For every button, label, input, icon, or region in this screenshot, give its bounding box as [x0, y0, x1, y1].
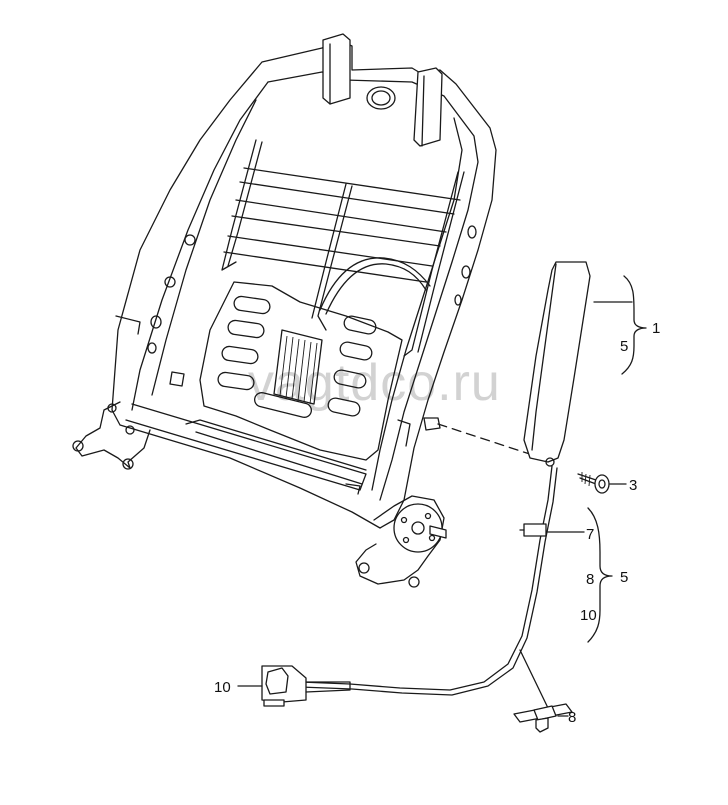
watermark-text: vagtdco.ru [248, 354, 501, 412]
callout-8-mid: 8 [586, 571, 594, 588]
callout-3: 3 [629, 477, 637, 494]
seat-backrest-frame [72, 33, 497, 588]
leader-lines [237, 275, 647, 717]
callout-7: 7 [586, 526, 594, 543]
callout-10-mid: 10 [580, 607, 597, 624]
wiring-harness [261, 465, 573, 733]
callout-5-mid: 5 [620, 569, 628, 586]
callout-5-upper: 5 [620, 338, 628, 355]
callout-1: 1 [652, 320, 660, 337]
side-airbag-module [523, 261, 591, 467]
screw-part [577, 472, 610, 494]
callout-8-bottom: 8 [568, 709, 576, 726]
callout-10-left: 10 [214, 679, 231, 696]
